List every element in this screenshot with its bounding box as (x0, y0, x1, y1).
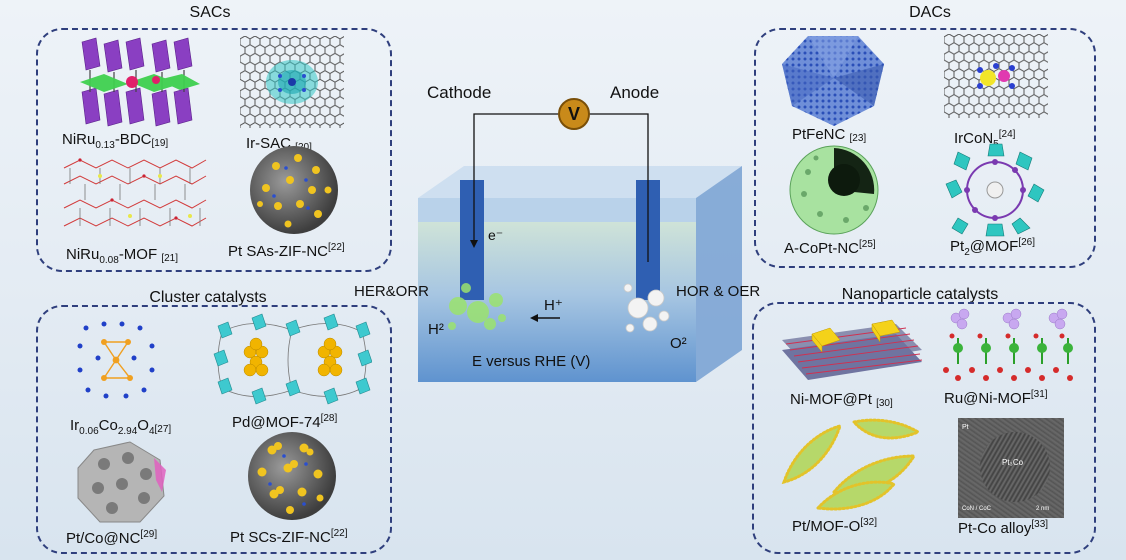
voltmeter: V (558, 98, 590, 130)
oxygen-label: O² (670, 335, 687, 352)
pt-mof-o-sheets-image (781, 418, 922, 511)
ni-mof-pt-layers-image (782, 319, 923, 380)
sacs-title: SACs (189, 4, 231, 21)
ru-ni-mof-label: Ru@Ni-MOF[31] (944, 389, 1048, 407)
proton-label: H⁺ (544, 297, 563, 314)
hydrogen-label: H² (428, 321, 444, 338)
ir-co-o-label: Ir0.06Co2.94O4[27] (70, 417, 172, 437)
voltmeter-label: V (567, 103, 580, 124)
niru-bdc-structure-image (80, 37, 200, 127)
tem-scale-label: 2 nm (1036, 506, 1050, 512)
ni-mof-pt-label: Ni-MOF@Pt [30] (790, 391, 893, 409)
clusters-title: Cluster catalysts (149, 289, 267, 306)
her-orr-label: HER&ORR (354, 283, 430, 300)
pt2-mof-framework-image (945, 143, 1045, 237)
pt-co-nc-label: Pt/Co@NC[29] (66, 529, 158, 547)
niru-mof-structure-image (63, 158, 207, 227)
hor-oer-label: HOR & OER (676, 283, 761, 300)
pt-co-nc-polyhedron-image (77, 441, 166, 523)
pt-sas-zif-nc-sphere-image (250, 146, 338, 234)
pt-co-alloy-label: Pt-Co alloy[33] (958, 519, 1049, 537)
a-copt-nc-label: A-CoPt-NC[25] (784, 239, 876, 257)
pt-sas-zif-nc-label: Pt SAs-ZIF-NC[22] (228, 242, 345, 260)
potential-axis-label: E versus RHE (V) (472, 353, 591, 370)
niru-bdc-label: NiRu0.13-BDC[19] (62, 131, 169, 151)
tem-con-label: CoN / CoC (962, 506, 992, 512)
clusters-group (36, 305, 392, 554)
pd-mof-74-structure-image (213, 313, 372, 405)
sacs-group (36, 28, 392, 272)
hydrogen-bubbles (448, 283, 506, 330)
pd-mof-74-label: Pd@MOF-74[28] (232, 413, 338, 431)
ir-sac-structure-image (240, 36, 344, 128)
electrochemical-cell-diagram (418, 113, 742, 382)
ptfenc-label: PtFeNC [23] (792, 126, 867, 144)
dacs-title: DACs (909, 4, 951, 21)
electron-label: e⁻ (488, 227, 504, 243)
pt-scs-zif-nc-sphere-image (248, 432, 336, 520)
cell-side-face (696, 166, 742, 382)
tem-particle (980, 432, 1050, 502)
a-copt-nc-hollow-sphere-image (789, 145, 879, 235)
tem-pt-label: Pt (962, 424, 969, 431)
ir-co-o-cluster-image (77, 321, 155, 399)
cell-top-face (418, 166, 742, 198)
cathode-label: Cathode (427, 83, 492, 102)
electron-arrowhead (470, 240, 478, 248)
dacs-group (754, 28, 1096, 268)
oxygen-bubbles (623, 283, 670, 333)
pt-mof-o-label: Pt/MOF-O[32] (792, 517, 878, 535)
nano-title: Nanoparticle catalysts (841, 286, 999, 303)
niru-mof-label: NiRu0.08-MOF [21] (66, 246, 178, 266)
tem-pt3co-label: Pt₃Co (1002, 458, 1024, 467)
ircon5-graphene-image (944, 34, 1048, 118)
pt-scs-zif-nc-label: Pt SCs-ZIF-NC[22] (230, 528, 348, 546)
pt-co-alloy-tem-image: Pt Pt₃Co CoN / CoC 2 nm (958, 418, 1064, 518)
anode-label: Anode (610, 83, 660, 102)
pt2-mof-label: Pt2@MOF[26] (950, 237, 1035, 258)
ptfenc-polyhedron-image (782, 36, 884, 126)
ru-ni-mof-structure-image (943, 308, 1073, 381)
nano-group (752, 302, 1096, 554)
